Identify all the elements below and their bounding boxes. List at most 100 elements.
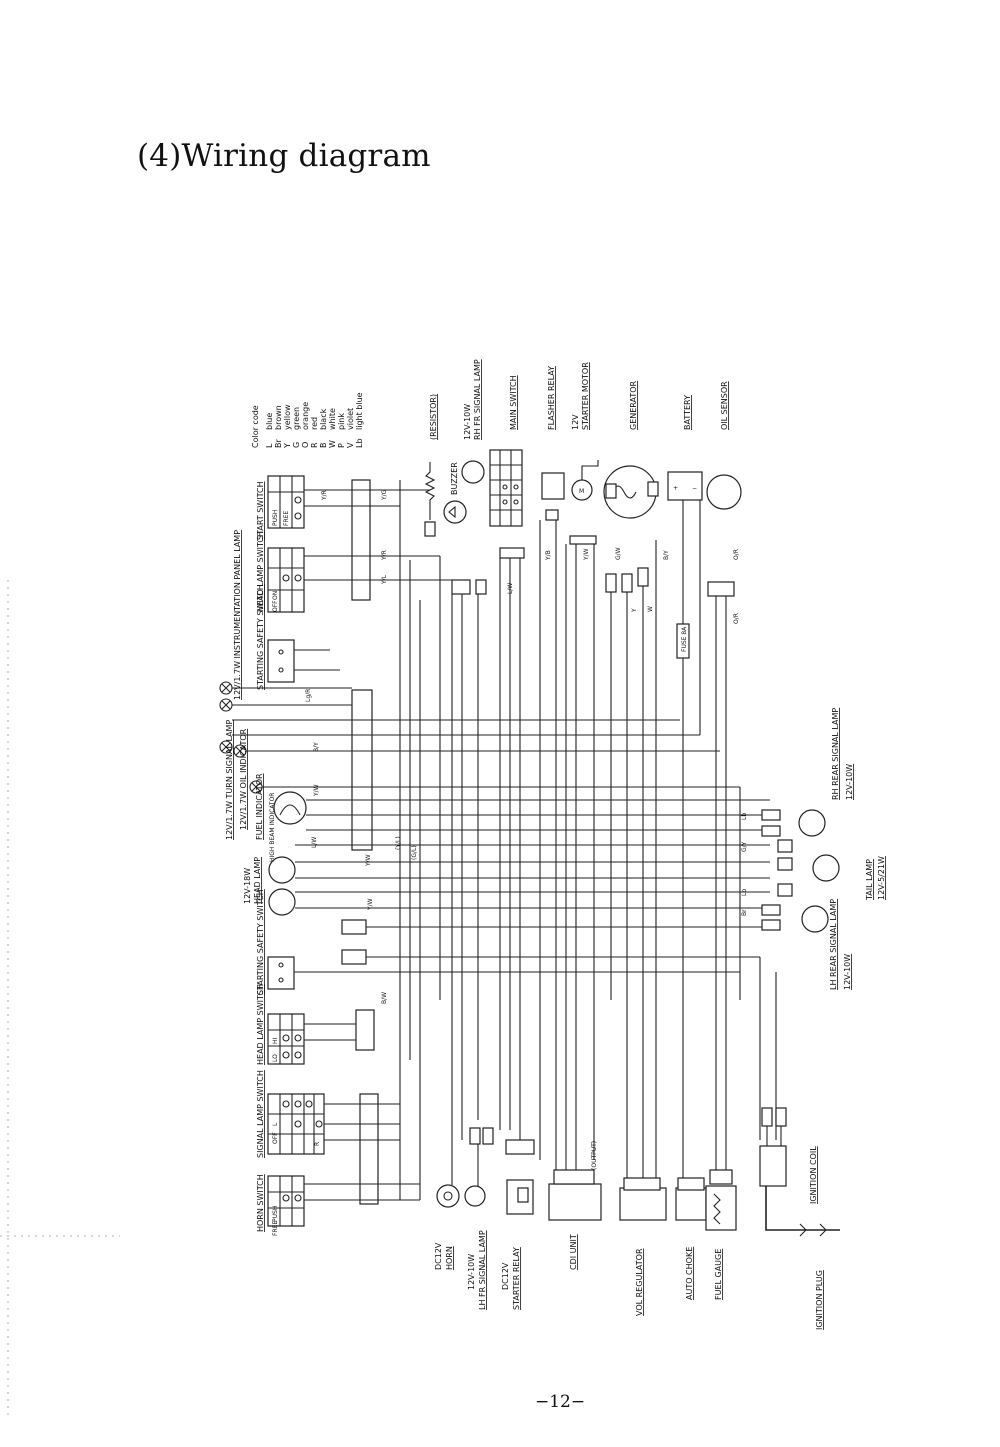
cdi-unit-label: CDI UNIT [569,1234,578,1270]
rh-fr-signal-lamp-rating: 12V-10W [463,404,472,440]
color-code-entry: light blue [355,392,364,430]
connector [482,1127,494,1145]
starter-motor-ground [581,460,599,480]
resistor-connector [424,521,436,537]
head-lamp-switch-label: HEAD LAMP SWITCH [256,531,265,612]
color-code-entry: R [310,442,319,448]
ignition-coil-label: IGNITION COIL [809,1146,818,1204]
color-code-entry: violet [346,408,355,430]
page-number: −12− [535,1392,586,1412]
lh-fr-signal-lamp-rating: 12V-10W [467,1254,476,1290]
buzzer-label: BUZZER [450,462,459,495]
turn-signal-lamp-label: 12V/1.7W TURN SIGNAL LAMP [225,720,234,840]
wire-bundle [232,489,770,1201]
fuel-indicator-label: FUEL INDICATOR [255,773,264,840]
ignition-coil-box [759,1145,787,1187]
connector [761,1107,773,1127]
svg-text:+: + [673,485,678,492]
tail-lamp-rating: 12V-5/21W [877,856,886,900]
lh-rear-signal-lamp-bulb [801,905,829,933]
wire-tag: G/W [615,547,622,560]
connector [621,573,633,593]
fuel-gauge-label: FUEL GAUGE [714,1249,723,1300]
head-lamp-switch-table [267,1013,305,1065]
vol-regulator-box [619,1187,667,1221]
horn-switch-row: FREE [272,1221,279,1236]
wire-tag: Y/W [313,784,320,797]
vol-regulator-label: VOL REGULATOR [635,1248,644,1316]
color-code-entry: O [301,442,310,448]
color-code-entry: white [328,408,337,430]
connector [761,825,781,837]
cdi-unit-box [548,1183,602,1221]
wire-tag: L/W [311,837,318,848]
head-lamp-rating: 12V-18W [243,868,252,904]
wire-tag: Y/G [381,489,388,501]
wire-tag: G/Y [741,841,748,852]
color-code-entry: red [310,417,319,430]
color-code-entry: black [319,408,328,430]
connector [469,1127,481,1145]
signal-lamp-switch-row: L [272,1122,279,1126]
battery-box [667,471,703,501]
wire-tag: Y/W [583,548,590,561]
connector [777,857,793,871]
head-lamp-bulb [268,888,296,916]
starter-motor-rating: 12V [571,414,580,430]
wire-tag: Y/B [545,550,552,561]
oil-indicator-label: 12V/1.7W OIL INDICATOR [239,728,248,830]
wire-tag: Y/R [321,490,328,501]
horn-label: HORN [445,1246,454,1270]
starting-safety-switch-label: STARTING SAFETY SWITCH [256,584,265,690]
head-lamp-switch-row: HI [272,1037,279,1044]
auto-choke-box [675,1187,707,1221]
color-code-entry: yellow [283,404,292,430]
main-switch-label: MAIN SWITCH [509,375,518,430]
connector [451,579,471,595]
horn-switch-label: HORN SWITCH [256,1174,265,1232]
lh-rear-signal-lamp-rating: 12V-10W [843,954,852,990]
connector [775,1107,787,1127]
wire-tag: (Y/L) [395,836,402,850]
cdi-output-note: (OUTPUT) [591,1141,598,1170]
resistor-label: (RESISTOR) [429,394,438,440]
color-code-legend: Color code L blue Br brown Y yellow G gr… [251,392,364,449]
connector [707,581,735,597]
rh-rear-signal-lamp-label: RH REAR SIGNAL LAMP [831,708,840,800]
head-lamp-switch-table [267,547,305,613]
color-code-entry: V [346,442,355,448]
color-code-heading: Color code [251,405,260,448]
connector [341,949,367,965]
connector [761,904,781,916]
rh-fr-signal-lamp-label: RH FR SIGNAL LAMP [473,359,482,440]
wire-tag: W [647,606,654,612]
starting-safety-switch-label: STARTING SAFETY SWITCH [256,889,265,995]
starter-relay-rating: DC12V [501,1262,510,1290]
harness-connector [359,1093,379,1205]
wire-tag: B/Y [663,550,670,560]
harness-connector [351,479,371,601]
wire-tag: Lb [741,813,748,820]
connector [761,919,781,931]
start-switch-row: PUSH [272,510,279,526]
color-code-entry: B [319,443,328,449]
connector [605,573,617,593]
starting-safety-switch [267,639,295,683]
fuse-label: FUSE 8A [681,626,688,652]
svg-text:M: M [579,488,584,495]
signal-lamp-switch-row: OFF [272,1132,279,1144]
wire-tag: Y/W [367,898,374,911]
horn-rating: DC12V [434,1242,443,1270]
start-switch-label: START SWITCH [256,481,265,540]
flasher-relay-box [541,472,565,500]
wire-verticals [399,480,777,1200]
harness-connector [355,1009,375,1051]
high-beam-indicator-label: HIGH BEAM INDICATOR [269,793,276,862]
connector [637,567,649,587]
oil-sensor-symbol [706,474,742,510]
wire-tags: Y/R Y/G Y/R Y/L Lg/R B/Y Y/W (Y/L) (G/L)… [305,489,748,1004]
flasher-relay-connector [545,509,559,521]
harness-connector [351,689,373,851]
ignition-plug-label: IGNITION PLUG [815,1270,824,1330]
